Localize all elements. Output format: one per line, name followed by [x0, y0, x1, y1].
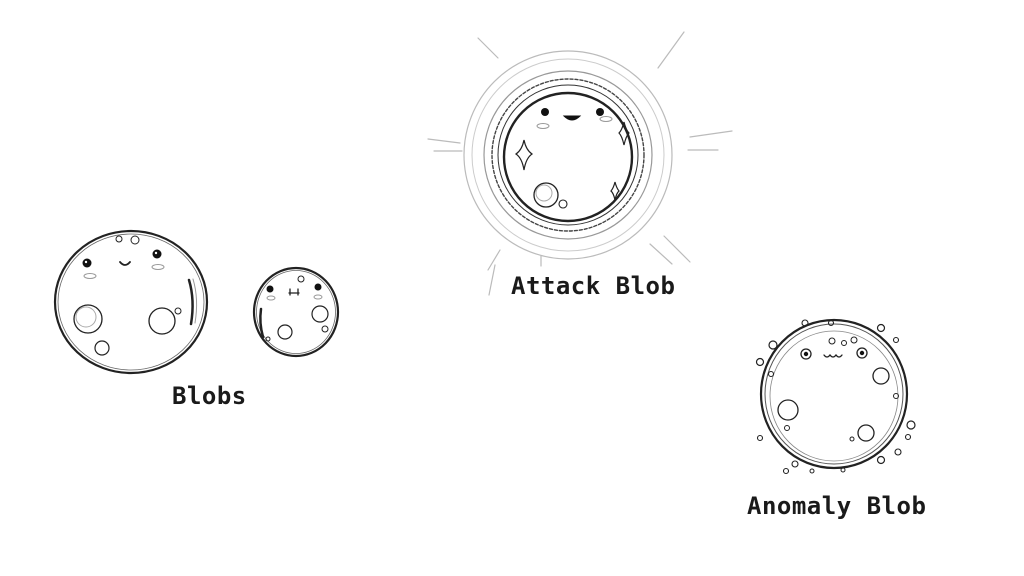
- big-blob: [53, 229, 209, 375]
- blobs-label: Blobs: [172, 382, 247, 410]
- attack-blob-label: Attack Blob: [511, 272, 676, 300]
- small-blob: [252, 266, 340, 358]
- anomaly-blob: [755, 318, 916, 475]
- anomaly-blob-label: Anomaly Blob: [747, 492, 927, 520]
- attack-blob: [427, 31, 733, 296]
